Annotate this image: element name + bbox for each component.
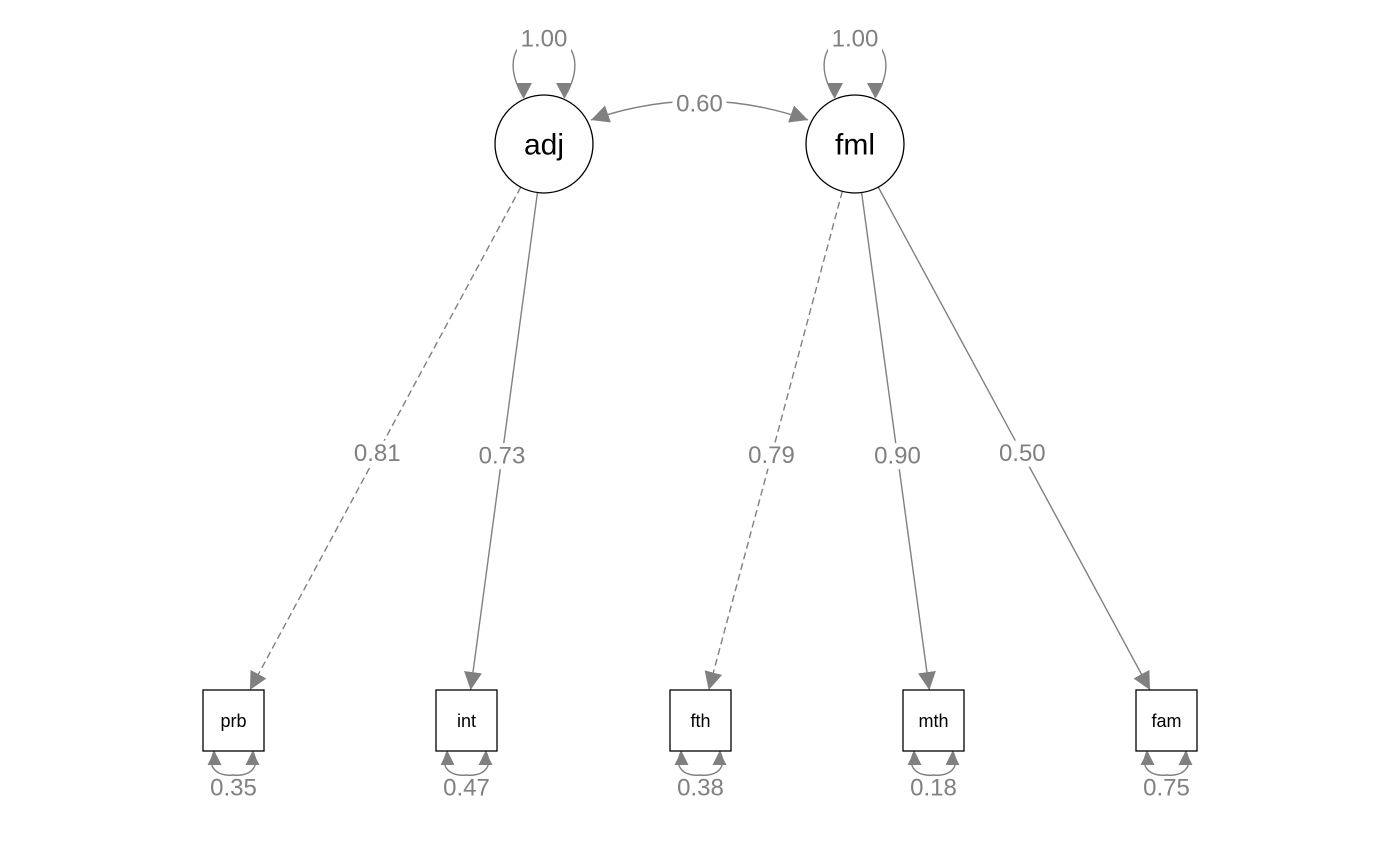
variance-label-fml: 1.00 bbox=[828, 26, 882, 53]
loading-edge-adj-int[interactable] bbox=[464, 192, 539, 691]
loading-label-adj-int-text: 0.73 bbox=[479, 443, 526, 470]
latent-circle-adj bbox=[494, 94, 594, 194]
variance-label-fml-bg bbox=[828, 26, 882, 52]
manifest-node-fam[interactable]: fam bbox=[1135, 689, 1198, 752]
edges-layer bbox=[207, 37, 1193, 776]
manifest-label-fam: fam bbox=[1151, 711, 1181, 731]
loading-label-adj-prb-text: 0.81 bbox=[354, 440, 401, 467]
loading-label-adj-int-bg bbox=[475, 443, 530, 470]
manifest-label-prb: prb bbox=[220, 711, 246, 731]
loading-label-fml-fam-text: 0.50 bbox=[999, 440, 1046, 467]
latent-circle-fml bbox=[805, 94, 905, 194]
residual-arrowhead-fth-right bbox=[712, 751, 727, 765]
loading-label-fml-fth: 0.79 bbox=[744, 442, 799, 469]
manifest-box-prb bbox=[202, 689, 265, 752]
manifest-label-int: int bbox=[457, 711, 476, 731]
variance-arrowhead-adj-left bbox=[516, 83, 532, 98]
loading-label-adj-prb-bg bbox=[350, 440, 405, 467]
latent-node-adj[interactable]: adj bbox=[494, 94, 594, 194]
variance-label-adj-bg bbox=[517, 26, 571, 52]
variance-arrowhead-fml-left bbox=[827, 83, 843, 98]
residual-arrowhead-int-left bbox=[440, 751, 455, 765]
residual-label-mth: 0.18 bbox=[910, 775, 957, 802]
loading-edge-fml-fth[interactable] bbox=[704, 191, 843, 691]
residual-label-fam-text: 0.75 bbox=[1143, 775, 1190, 802]
loading-label-adj-int: 0.73 bbox=[475, 443, 530, 470]
residual-arrowhead-prb-right bbox=[245, 751, 260, 765]
loading-label-fml-mth-bg bbox=[870, 443, 925, 470]
variance-label-adj: 1.00 bbox=[517, 26, 571, 53]
variance-arrowhead-adj-right bbox=[556, 83, 572, 98]
residual-arrowhead-fam-left bbox=[1140, 751, 1155, 765]
covariance-label-adj-fml-text: 0.60 bbox=[676, 91, 723, 118]
manifest-box-fth bbox=[669, 689, 732, 752]
variance-label-fml-text: 1.00 bbox=[832, 26, 879, 53]
residual-label-fth-text: 0.38 bbox=[677, 775, 724, 802]
loading-label-fml-mth-text: 0.90 bbox=[874, 443, 921, 470]
manifest-node-prb[interactable]: prb bbox=[202, 689, 265, 752]
manifest-label-mth: mth bbox=[918, 711, 948, 731]
manifest-node-fth[interactable]: fth bbox=[669, 689, 732, 752]
manifest-node-int[interactable]: int bbox=[435, 689, 498, 752]
loading-edge-fml-mth[interactable] bbox=[860, 192, 936, 691]
manifest-label-fth: fth bbox=[690, 711, 710, 731]
residual-arrowhead-fam-right bbox=[1178, 751, 1193, 765]
manifest-box-mth bbox=[902, 689, 965, 752]
loading-label-fml-mth: 0.90 bbox=[870, 443, 925, 470]
latent-label-adj: adj bbox=[524, 129, 564, 162]
residual-label-prb-text: 0.35 bbox=[210, 775, 257, 802]
loading-label-fml-fth-bg bbox=[744, 442, 799, 469]
variance-label-adj-text: 1.00 bbox=[521, 26, 568, 53]
residual-label-fam: 0.75 bbox=[1143, 775, 1190, 802]
nodes-layer: adj fml prb int fth mth fam bbox=[202, 94, 1198, 752]
residual-label-mth-text: 0.18 bbox=[910, 775, 957, 802]
loading-label-fml-fth-text: 0.79 bbox=[748, 442, 795, 469]
latent-node-fml[interactable]: fml bbox=[805, 94, 905, 194]
residual-arrowhead-int-right bbox=[478, 751, 493, 765]
edge-labels-layer: 0.81 0.73 0.79 0.90 0.50 0.60 1.00 1.00 0.35 0.47… bbox=[210, 26, 1190, 802]
loading-edge-adj-prb[interactable] bbox=[249, 186, 522, 691]
loading-label-fml-fam: 0.50 bbox=[995, 440, 1050, 467]
loading-label-fml-fam-bg bbox=[995, 440, 1050, 467]
covariance-label-adj-fml-bg bbox=[672, 91, 727, 117]
loading-label-adj-prb: 0.81 bbox=[350, 440, 405, 467]
residual-label-int-text: 0.47 bbox=[443, 775, 490, 802]
manifest-node-mth[interactable]: mth bbox=[902, 689, 965, 752]
manifest-box-int bbox=[435, 689, 498, 752]
residual-label-prb: 0.35 bbox=[210, 775, 257, 802]
residual-arrowhead-mth-left bbox=[907, 751, 922, 765]
residual-arrowhead-mth-right bbox=[945, 751, 960, 765]
variance-arrowhead-fml-right bbox=[867, 83, 883, 98]
latent-label-fml: fml bbox=[835, 129, 875, 162]
covariance-label-adj-fml: 0.60 bbox=[672, 91, 727, 118]
residual-arrowhead-fth-left bbox=[674, 751, 689, 765]
residual-label-int: 0.47 bbox=[443, 775, 490, 802]
manifest-box-fam bbox=[1135, 689, 1198, 752]
loading-edge-fml-fam[interactable] bbox=[877, 186, 1151, 691]
residual-arrowhead-prb-left bbox=[207, 751, 222, 765]
residual-label-fth: 0.38 bbox=[677, 775, 724, 802]
